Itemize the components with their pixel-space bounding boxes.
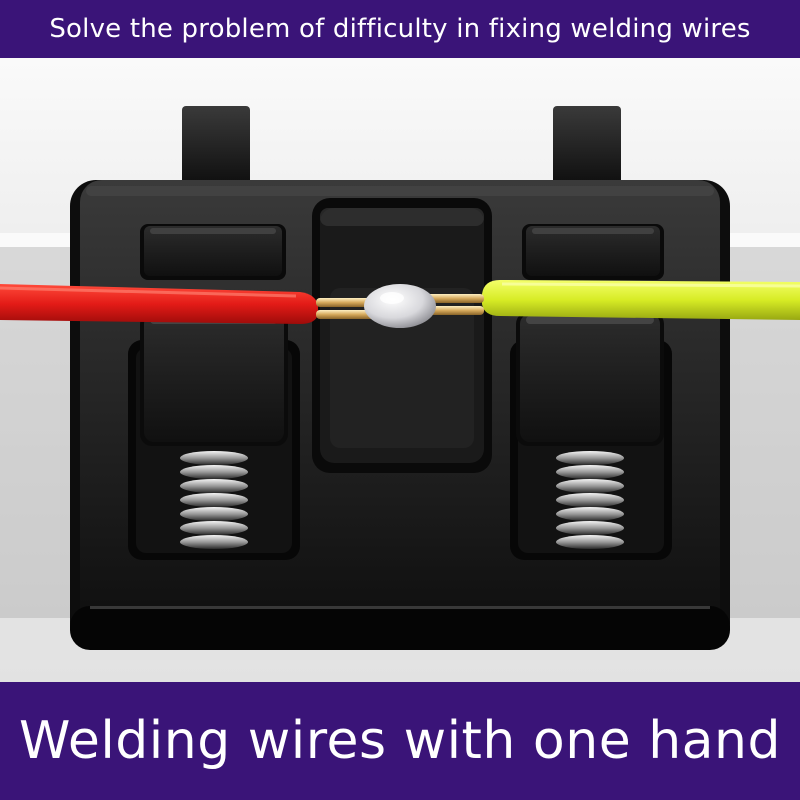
- yellow-wire: [482, 280, 800, 320]
- right-spring: [556, 451, 624, 549]
- bottom-banner: Welding wires with one hand: [0, 682, 800, 800]
- bottom-banner-text: Welding wires with one hand: [18, 711, 781, 771]
- top-banner-text: Solve the problem of difficulty in fixin…: [49, 14, 751, 44]
- left-spring: [180, 451, 248, 549]
- product-photo: [0, 58, 800, 682]
- solder-joint: [364, 284, 436, 328]
- red-wire: [0, 284, 318, 324]
- clamp-base: [70, 106, 730, 650]
- left-tab: [182, 106, 250, 186]
- top-banner: Solve the problem of difficulty in fixin…: [0, 0, 800, 58]
- right-tab: [553, 106, 621, 186]
